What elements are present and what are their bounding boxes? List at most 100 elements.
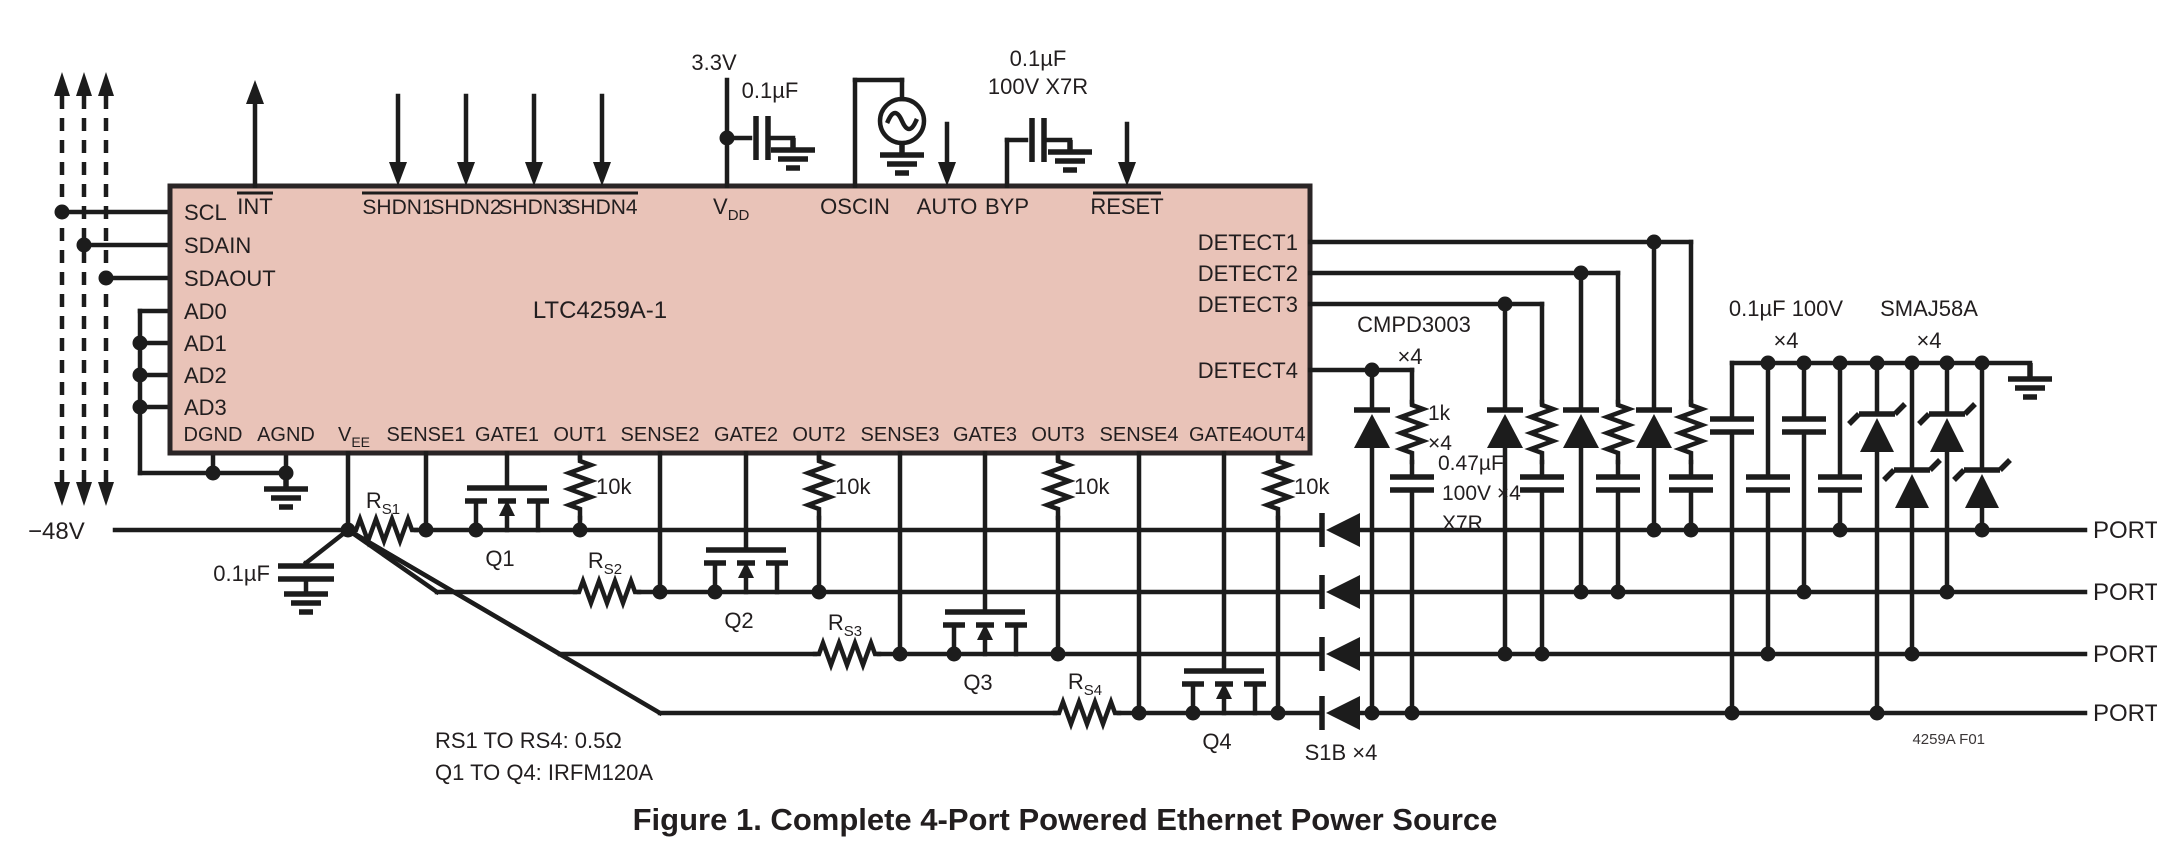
pin-gate3: GATE3 [953, 424, 1017, 446]
pin-sense1: SENSE1 [387, 424, 466, 446]
output-cap-qty: ×4 [1773, 328, 1798, 353]
pin-detect2: DETECT2 [1198, 261, 1298, 286]
pin-oscin: OSCIN [820, 194, 890, 219]
mosfet-q3 [943, 609, 1027, 662]
resistor-10k-out3 [1040, 455, 1076, 521]
tvs-diode-icon [1917, 402, 1977, 452]
tvs-qty: ×4 [1916, 328, 1941, 353]
detect-diode-part: CMPD3003 [1357, 312, 1471, 337]
pin-vdd: VDD [713, 194, 750, 224]
pin-shdn3: SHDN3 [498, 196, 569, 219]
q3-label: Q3 [963, 670, 992, 695]
pin-ad3: AD3 [184, 395, 227, 420]
wiring-top [246, 77, 1136, 189]
tvs-diode-icon [1882, 458, 1942, 508]
pin-byp: BYP [985, 194, 1029, 219]
pin-detect1: DETECT1 [1198, 230, 1298, 255]
ground-icon [2008, 376, 2052, 400]
ground-icon [771, 147, 815, 171]
vdd-rail-label: 3.3V [691, 50, 737, 75]
ground-icon [1048, 149, 1092, 173]
rs4-label: RS4 [1068, 669, 1102, 699]
port3-label: PORT3 [2093, 641, 2157, 668]
detect-cap-value: 0.47µF [1438, 452, 1504, 475]
pin-sdaout: SDAOUT [184, 266, 276, 291]
figure-title: Figure 1. Complete 4-Port Powered Ethern… [633, 802, 1498, 837]
byp-cap-rating: 100V X7R [988, 74, 1088, 99]
mosfet-q4 [1182, 668, 1266, 721]
tvs-diode-icon [1952, 458, 2012, 508]
pin-dgnd: DGND [184, 424, 243, 446]
rs3-label: RS3 [828, 610, 862, 640]
out4-resistor-label: 10k [1294, 474, 1330, 499]
pin-sense2: SENSE2 [621, 424, 700, 446]
pin-detect3: DETECT3 [1198, 292, 1298, 317]
pin-int: INT [237, 194, 272, 219]
s1b-label: S1B ×4 [1305, 740, 1378, 765]
pin-gate2: GATE2 [714, 424, 778, 446]
output-protection-bank [1710, 355, 2052, 721]
pin-out2: OUT2 [792, 424, 845, 446]
wiring-left [54, 204, 308, 510]
pin-shdn2: SHDN2 [430, 196, 501, 219]
ground-icon [264, 473, 308, 510]
diode-icon [1636, 407, 1672, 448]
resistor-rs1 [349, 512, 419, 548]
diode-icon [1319, 513, 1360, 547]
note-rs-values: RS1 TO RS4: 0.5Ω [435, 728, 622, 753]
mosfet-q2 [704, 547, 788, 600]
detect-resistor-qty: ×4 [1428, 432, 1452, 455]
oscillator-icon [877, 96, 927, 146]
pin-ad2: AD2 [184, 363, 227, 388]
mosfet-q1 [465, 485, 549, 538]
int-arrow-icon [246, 80, 264, 104]
note-q-part: Q1 TO Q4: IRFM120A [435, 760, 653, 785]
port2-label: PORT2 [2093, 579, 2157, 606]
resistor-rs2 [572, 574, 642, 610]
detect-cap-rating: 100V ×4 [1442, 482, 1521, 505]
pin-reset: RESET [1090, 194, 1163, 219]
i2c-bus-lines [54, 72, 114, 506]
pin-ad0: AD0 [184, 299, 227, 324]
detect-networks [1307, 234, 1713, 721]
component-labels: 3.3V 0.1µF 0.1µF 100V X7R −48V 0.1µF RS1… [28, 46, 1978, 765]
rs1-label: RS1 [366, 488, 400, 518]
input-rail-label: −48V [28, 518, 85, 545]
rs2-label: RS2 [588, 548, 622, 578]
output-cap-label: 0.1µF 100V [1729, 296, 1844, 321]
resistor-rs4 [1052, 695, 1122, 731]
figure-code: 4259A F01 [1912, 731, 1985, 748]
diode-icon [1319, 575, 1360, 609]
pin-sdain: SDAIN [184, 233, 251, 258]
ground-icon [880, 152, 924, 176]
vee-cap [278, 450, 352, 615]
tvs-part-label: SMAJ58A [1880, 296, 1978, 321]
diode-icon [1487, 407, 1523, 448]
pin-gate4: GATE4 [1189, 424, 1253, 446]
diode-icon [1354, 407, 1390, 448]
pin-auto: AUTO [917, 194, 978, 219]
pin-out3: OUT3 [1031, 424, 1084, 446]
port1-label: PORT1 [2093, 517, 2157, 544]
resistor-10k-out2 [801, 455, 837, 521]
pin-out4: OUT4 [1252, 424, 1305, 446]
vee-cap-label: 0.1µF [213, 561, 270, 586]
resistor-rs3 [812, 636, 882, 672]
diode-icon [1319, 696, 1360, 730]
detect-resistor-value: 1k [1428, 402, 1451, 425]
detect-cap-dielectric: X7R [1442, 512, 1483, 535]
resistor-10k-out4 [1260, 455, 1296, 521]
ic-pin-labels: SCL SDAIN SDAOUT AD0 AD1 AD2 AD3 INT SHD… [184, 191, 1306, 450]
port-channel-components [418, 450, 1296, 721]
ground-icon [284, 591, 328, 615]
s1b-diodes [1319, 513, 1360, 730]
pin-sense3: SENSE3 [861, 424, 940, 446]
port4-label: PORT4 [2093, 700, 2157, 727]
byp-cap-value: 0.1µF [1010, 46, 1067, 71]
pin-vee: VEE [338, 424, 370, 450]
pin-ad1: AD1 [184, 331, 227, 356]
q2-label: Q2 [724, 608, 753, 633]
pin-out1: OUT1 [553, 424, 606, 446]
resistor-10k-out1 [562, 455, 598, 521]
